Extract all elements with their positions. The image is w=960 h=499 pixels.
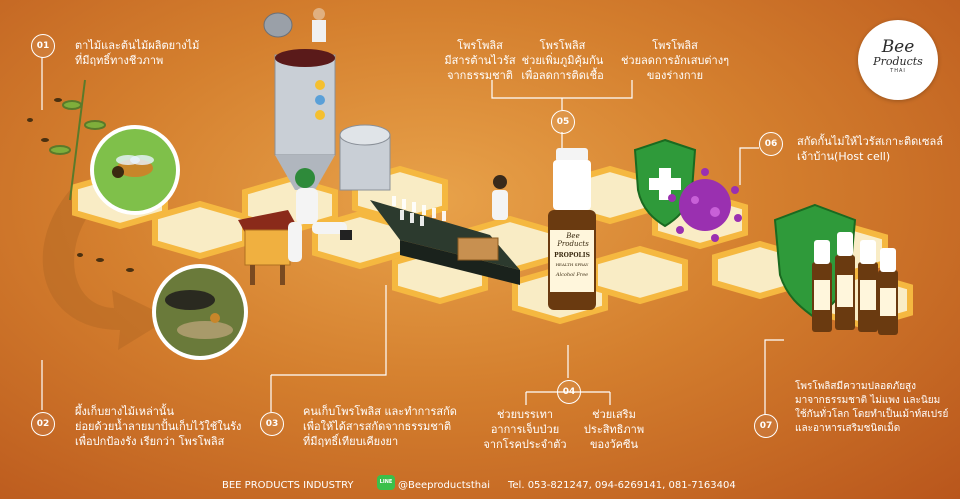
step-06-text: สกัดกั้นไม่ให้ไวรัสเกาะติดเซลล์ เจ้าบ้าน…	[797, 134, 943, 164]
step-02-badge: 02	[31, 412, 55, 436]
step-07-line-3: ใช้กันทั่วโลก โดยทำเป็นเม้าท์สเปรย์	[795, 409, 949, 420]
plant-illustration	[49, 79, 106, 201]
flying-bees	[27, 98, 134, 272]
step-04-right-line-2: ประสิทธิภาพ	[583, 423, 645, 436]
step-01-line-1: ตาไม้และต้นไม้ผลิตยางไม้	[75, 39, 200, 52]
step-05-col-1-line-1: โพรโพลิส	[457, 39, 503, 52]
step-06-line-2: เจ้าบ้าน(Host cell)	[797, 150, 891, 163]
step-01-text: ตาไม้และต้นไม้ผลิตยางไม้ ที่มีฤทธิ์ทางชี…	[75, 38, 199, 68]
bottle-tag: Alcohol Free	[555, 272, 589, 278]
extraction-tank	[263, 12, 391, 205]
step-05-col-2-line-3: เพื่อลดการติดเชื้อ	[521, 69, 604, 82]
footer-tel: Tel. 053-821247, 094-6269141, 081-716340…	[508, 480, 736, 491]
step-07-badge: 07	[754, 414, 778, 438]
step-04-right-text: ช่วยเสริม ประสิทธิภาพ ของวัคซีน	[574, 407, 654, 452]
step-05-col-1-line-2: มีสารต้านไวรัส	[444, 54, 516, 67]
step-03-line-2: เพื่อให้ได้สารสกัดจากธรรมชาติ	[303, 420, 452, 433]
step-03-text: คนเก็บโพรโพลิส และทำการสกัด เพื่อให้ได้ส…	[303, 404, 457, 449]
propolis-in-hive-image	[152, 264, 248, 360]
step-04-left-text: ช่วยบรรเทา อาการเจ็บป่วย จากโรคประจำตัว	[480, 407, 570, 452]
bee-on-leaf-image	[90, 125, 180, 215]
footer: BEE PRODUCTS INDUSTRY @Beeproductsthai T…	[0, 472, 960, 499]
step-02-line-2: ย่อยด้วยน้ำลายมาปั้นเก็บไว้ใช้ในรัง	[75, 420, 242, 433]
step-02-text: ผึ้งเก็บยางไม้เหล่านั้น ย่อยด้วยน้ำลายมา…	[75, 404, 241, 449]
step-05-col-2-line-1: โพรโพลิส	[539, 39, 586, 52]
step-04-right-line-1: ช่วยเสริม	[592, 408, 636, 421]
step-07-text: โพรโพลิสมีความปลอดภัยสูง มาจากธรรมชาติ ไ…	[795, 380, 948, 436]
step-05-col-3: โพรโพลิส ช่วยลดการอักเสบต่างๆ ของร่างกาย	[610, 38, 740, 83]
product-bottles-group	[812, 232, 898, 335]
logo-line2: Products	[873, 55, 923, 68]
step-05-col-2: โพรโพลิส ช่วยเพิ่มภูมิคุ้มกัน เพื่อลดการ…	[505, 38, 620, 83]
bottle-product-name: PROPOLIS	[554, 252, 590, 259]
beekeeper	[288, 168, 352, 262]
step-05-col-3-line-2: ช่วยลดการอักเสบต่างๆ	[620, 54, 730, 67]
step-05-col-3-line-1: โพรโพลิส	[652, 39, 698, 52]
step-05-badge: 05	[551, 110, 575, 134]
step-03-badge: 03	[260, 412, 284, 436]
step-05-col-1-line-3: จากธรรมชาติ	[447, 69, 513, 82]
virus-icon	[668, 168, 742, 242]
step-07-line-1: โพรโพลิสมีความปลอดภัยสูง	[795, 381, 917, 392]
logo-line3: THAI	[890, 68, 906, 74]
step-03-line-3: ที่มีฤทธิ์เทียบเคียงยา	[303, 435, 399, 448]
step-05-col-1: โพรโพลิส มีสารต้านไวรัส จากธรรมชาติ	[425, 38, 535, 83]
footer-line-id: @Beeproductsthai	[398, 480, 491, 491]
step-06-line-1: สกัดกั้นไม่ให้ไวรัสเกาะติดเซลล์	[797, 135, 943, 148]
step-04-right-line-3: ของวัคซีน	[589, 438, 639, 451]
step-05-col-3-line-3: ของร่างกาย	[646, 69, 704, 82]
bottle-brand: Bee Products	[557, 232, 589, 248]
step-04-left-line-3: จากโรคประจำตัว	[483, 438, 567, 451]
bottling-conveyor	[370, 175, 520, 285]
step-07-line-4: และอาหารเสริมชนิดเม็ด	[795, 423, 901, 434]
footer-company: BEE PRODUCTS INDUSTRY	[222, 480, 354, 491]
step-01-line-2: ที่มีฤทธิ์ทางชีวภาพ	[75, 54, 164, 67]
step-02-line-1: ผึ้งเก็บยางไม้เหล่านั้น	[75, 405, 174, 418]
step-04-left-line-2: อาการเจ็บป่วย	[490, 423, 560, 436]
process-arrow	[42, 190, 170, 350]
bottle-subtitle: HEALTH SPRAY	[555, 262, 589, 267]
worker-on-ladder	[312, 8, 326, 42]
step-07-line-2: มาจากธรรมชาติ ไม่แพง และนิยม	[795, 395, 941, 406]
step-04-left-line-1: ช่วยบรรเทา	[496, 408, 554, 421]
brand-logo: Bee Products THAI	[858, 20, 938, 100]
step-02-line-3: เพื่อปกป้องรัง เรียกว่า โพรโพลิส	[75, 435, 225, 448]
propolis-spray-bottle	[548, 148, 596, 310]
step-01-badge: 01	[31, 34, 55, 58]
step-03-line-1: คนเก็บโพรโพลิส และทำการสกัด	[303, 405, 457, 418]
step-05-col-2-line-2: ช่วยเพิ่มภูมิคุ้มกัน	[521, 54, 604, 67]
step-06-badge: 06	[759, 132, 783, 156]
beehive-box	[238, 210, 298, 285]
line-app-icon: LINE	[377, 475, 395, 490]
step-04-badge: 04	[557, 380, 581, 404]
logo-line1: Bee	[881, 37, 915, 57]
